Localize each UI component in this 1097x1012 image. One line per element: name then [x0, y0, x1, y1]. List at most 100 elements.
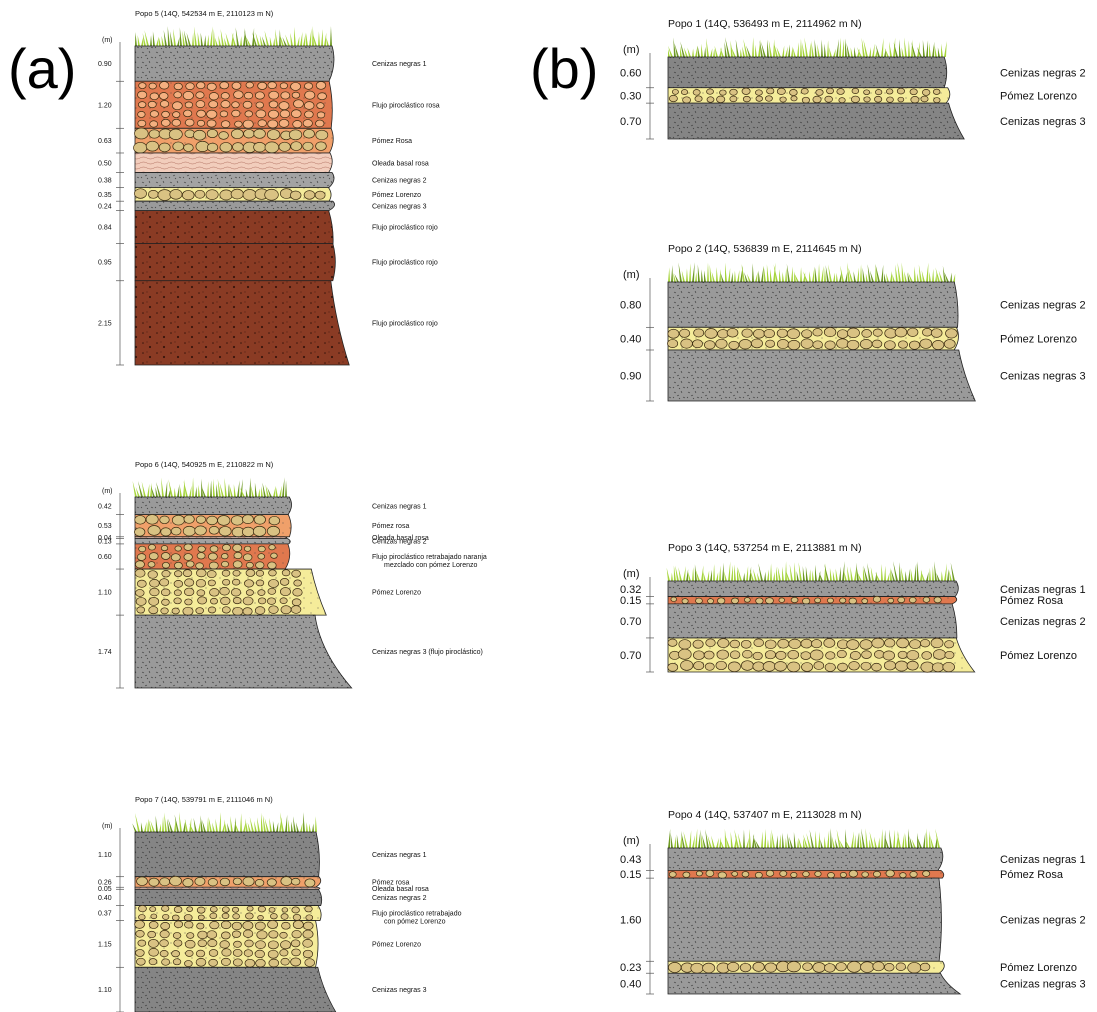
pumice-clast	[787, 661, 801, 673]
pumice-clast	[231, 930, 241, 938]
pumice-clast	[304, 878, 316, 888]
pumice-clast	[232, 958, 243, 967]
pumice-clast	[184, 101, 193, 109]
pumice-clast	[255, 101, 264, 109]
pumice-clast	[786, 328, 800, 340]
pumice-clast	[839, 871, 847, 878]
pumice-clast	[148, 939, 159, 948]
pumice-clast	[836, 338, 849, 349]
pumice-clast	[315, 119, 325, 128]
pumice-clast	[171, 118, 182, 127]
pumice-clast	[292, 120, 303, 129]
pumice-clast	[846, 327, 860, 339]
pumice-clast	[173, 939, 183, 947]
layer-band	[134, 280, 350, 366]
pumice-clast	[672, 89, 679, 95]
pumice-clast	[692, 339, 703, 349]
pumice-clast	[316, 111, 326, 119]
layer-name: Pómez Lorenzo	[372, 192, 421, 199]
layer-thickness: 0.30	[620, 90, 641, 102]
grass-cover	[132, 477, 287, 497]
pumice-clast	[933, 97, 941, 104]
pumice-clast	[894, 327, 908, 338]
pumice-clast	[207, 579, 216, 587]
pumice-clast	[824, 95, 833, 103]
pumice-clast	[183, 543, 193, 551]
layer-band	[134, 172, 335, 188]
pumice-clast	[195, 100, 206, 108]
pumice-clast	[930, 637, 944, 649]
pumice-clast	[174, 561, 183, 570]
layer-name: Cenizas negras 1	[372, 61, 427, 68]
layer-band	[134, 538, 291, 545]
pumice-clast	[884, 962, 895, 972]
pumice-clast	[183, 587, 195, 597]
pumice-clast	[944, 640, 955, 649]
pumice-clast	[161, 552, 171, 560]
pumice-clast	[244, 939, 254, 948]
pumice-clast	[788, 638, 802, 650]
pumice-clast	[716, 649, 729, 660]
panel-label-b: (b)	[530, 37, 598, 100]
pumice-clast	[245, 561, 254, 569]
pumice-clast	[184, 118, 195, 127]
pumice-clast	[147, 930, 157, 939]
pumice-clast	[159, 515, 170, 525]
pumice-clast	[291, 930, 302, 939]
pumice-clast	[693, 661, 705, 671]
pumice-clast	[219, 877, 231, 887]
unit-label: (m)	[102, 488, 113, 495]
pumice-clast	[220, 596, 231, 606]
pumice-clast	[715, 338, 728, 349]
pumice-clast	[137, 90, 148, 99]
pumice-clast	[897, 596, 906, 604]
pumice-clast	[755, 89, 763, 96]
pumice-clast	[729, 95, 738, 103]
pumice-clast	[136, 957, 146, 966]
pumice-clast	[233, 940, 242, 948]
pumice-clast	[245, 912, 254, 920]
pumice-clast	[184, 960, 193, 968]
pumice-clast	[243, 929, 254, 938]
pumice-clast	[195, 562, 204, 570]
layer-name: Cenizas negras 2	[372, 895, 427, 902]
pumice-clast	[231, 128, 244, 140]
pumice-clast	[667, 339, 679, 348]
layer-name: Pómez Rosa	[1000, 595, 1064, 607]
layer-band	[134, 243, 336, 282]
pumice-clast	[268, 958, 280, 968]
pumice-clast	[148, 606, 159, 615]
pumice-clast	[836, 649, 847, 659]
layer-name: Pómez Lorenzo	[1000, 90, 1077, 102]
pumice-clast	[871, 662, 882, 672]
layer-name: Flujo piroclástico rojo	[372, 225, 438, 232]
pumice-clast	[217, 515, 231, 526]
pumice-clast	[741, 660, 754, 671]
pumice-clast	[194, 876, 206, 886]
pumice-clast	[802, 962, 813, 971]
layer-thickness: 0.63	[98, 138, 112, 145]
pumice-clast	[896, 87, 905, 95]
pumice-clast	[729, 639, 740, 649]
pumice-clast	[232, 560, 243, 569]
pumice-clast	[919, 338, 933, 349]
pumice-clast	[932, 649, 946, 660]
pumice-clast	[148, 129, 161, 139]
layer-thickness: 0.38	[98, 178, 112, 185]
pumice-clast	[774, 661, 787, 672]
pumice-clast	[812, 95, 822, 104]
layer-thickness: 0.05	[98, 886, 112, 893]
pumice-clast	[872, 595, 882, 603]
pumice-clast	[231, 81, 242, 90]
layer-thickness: 0.40	[620, 334, 641, 346]
pumice-clast	[280, 91, 291, 100]
pumice-clast	[305, 914, 314, 921]
layer-thickness: 0.26	[98, 879, 112, 886]
pumice-clast	[232, 569, 241, 577]
grass-cover	[135, 26, 332, 46]
layer-thickness: 0.23	[620, 962, 641, 974]
unit-label: (m)	[623, 44, 640, 56]
pumice-clast	[703, 650, 715, 660]
pumice-clast	[230, 588, 242, 597]
pumice-clast	[172, 111, 181, 118]
